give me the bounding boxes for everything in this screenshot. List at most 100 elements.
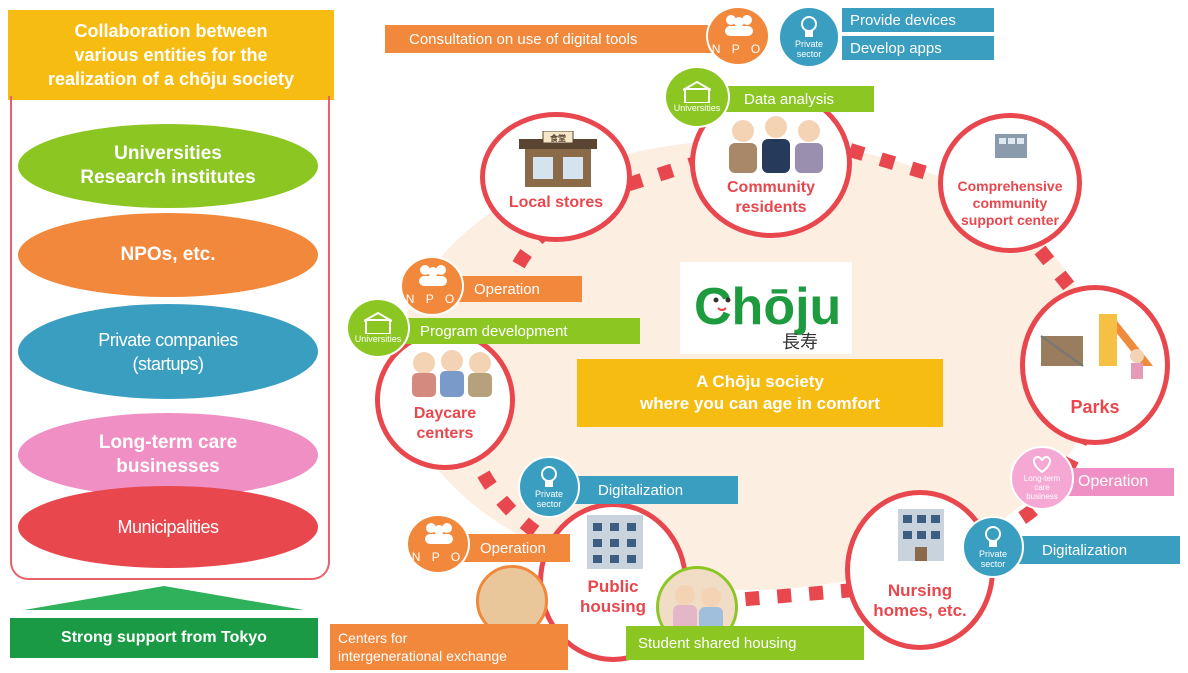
tag-digitalization-nursing-label: Digitalization [1042,541,1128,559]
logo-smile [717,307,727,311]
entity-npos-label: NPOs, etc. [120,244,216,265]
daycare-line-1: Daycare [413,405,477,422]
badge-npo-daycare: N P O [400,256,464,316]
nursing-line-1: Nursing [887,581,953,600]
apartment-icon [587,515,643,569]
badge-care-line-3: business [1026,491,1058,501]
tag-consultation: Consultation on use of digital tools [385,25,720,53]
logo-text: Chōju [694,278,841,336]
public-housing-line-1: Public [587,577,639,596]
badge-long-term-care: Long-term care business [1010,446,1074,510]
heart-icon [1033,455,1051,473]
support-center-line-2: community [972,194,1048,211]
entity-care-line-2: businesses [116,456,220,477]
playground-icon [1040,314,1153,379]
lightbulb-icon [541,466,557,487]
left-frame [10,96,330,580]
badge-npo-top-label: N P O [711,42,765,56]
support-bar: Strong support from Tokyo [10,618,318,658]
entity-universities-line-1: Universities [114,143,222,164]
lightbulb-icon [985,526,1001,547]
university-building-icon [683,81,711,103]
parks-label: Parks [1070,397,1120,417]
residents-icon [729,116,823,173]
nursing-line-2: homes, etc. [873,601,967,620]
left-header-line-1: Collaboration between [74,21,268,41]
badge-private-housing-line-2: sector [536,499,562,509]
badge-private-top-line-2: sector [796,49,822,59]
community-line-2: residents [735,199,807,216]
public-housing-line-2: housing [579,597,647,616]
tag-student-housing-label: Student shared housing [638,634,797,652]
choju-logo: Chōju 長寿 [680,262,852,354]
badge-private-housing: Private sector [518,456,580,518]
badge-private-nursing-line-2: sector [980,559,1006,569]
badge-npo-housing-label: N P O [411,550,465,564]
elderly-group-icon [412,350,492,397]
left-header-line-2: various entities for the [74,45,268,65]
student-housing-photo [656,566,738,648]
badge-npo-housing: N P O [406,514,470,574]
center-title-line-1: A Chōju society [696,372,824,391]
entity-private-line-2: (startups) [132,353,204,374]
badge-private-top: Private sector [778,6,840,68]
logo-eye-left [713,297,719,303]
tag-digitalization-housing: Digitalization [560,476,738,504]
support-label: Strong support from Tokyo [61,629,267,646]
choju-logo-art: Chōju 長寿 [694,278,841,353]
building-icon [995,134,1027,158]
entity-universities-line-2: Research institutes [80,167,256,188]
badge-universities-daycare: Universities [346,298,410,358]
tag-centers-exchange-line-1: Centers for [338,630,408,646]
lightbulb-icon [801,16,817,37]
node-daycare-centers: Daycare centers [375,330,515,470]
entity-private-line-1: Private companies [98,329,238,350]
node-support-center: Comprehensive community support center [938,113,1082,253]
badge-private-nursing: Private sector [962,516,1024,578]
people-icon [419,265,447,286]
people-icon [425,523,453,544]
tag-centers-exchange-line-2: intergenerational exchange [338,648,507,664]
entity-care-line-1: Long-term care [98,432,238,453]
badge-private-top-line-1: Private [794,39,823,49]
center-title-line-2: where you can age in comfort [640,394,880,413]
badge-universities-top: Universities [664,66,730,128]
tag-develop-apps-label: Develop apps [850,39,942,57]
badge-private-nursing-line-1: Private [978,549,1007,559]
entity-long-term-care: Long-term care businesses [18,413,318,497]
badge-npo-daycare-label: N P O [405,292,459,306]
tag-operation-housing-label: Operation [480,539,546,557]
community-line-1: Community [727,179,815,196]
people-icon [725,15,753,36]
tag-digitalization-nursing: Digitalization [1004,536,1180,564]
tag-develop-apps: Develop apps [842,36,994,60]
store-icon: 食堂 [519,131,597,187]
tag-operation-daycare-label: Operation [474,280,540,298]
badge-private-housing-line-1: Private [534,489,563,499]
left-header-line-3: realization of a chōju society [47,69,295,89]
ring-segment-center-parks [1034,245,1086,305]
tag-operation-care-label: Operation [1078,473,1149,490]
entity-municipalities-label: Municipalities [117,517,219,537]
tag-student-housing: Student shared housing [626,626,864,660]
badge-universities-top-label: Universities [673,103,721,113]
badge-npo-top: N P O [706,6,770,66]
entity-universities: Universities Research institutes [18,124,318,208]
left-header: Collaboration between various entities f… [8,10,334,100]
badge-care-line-2: care [1034,482,1050,492]
center-title-box: A Chōju society where you can age in com… [577,359,943,427]
local-stores-label: Local stores [508,194,604,211]
entity-private-companies: Private companies (startups) [18,304,318,399]
daycare-line-2: centers [416,425,474,442]
ring-segment-community-center [847,143,953,187]
support-arrow [24,586,304,610]
badge-care-line-1: Long-term [1023,473,1061,483]
tag-program-development: Program development [390,318,640,344]
node-local-stores: 食堂 Local stores [480,112,632,242]
nursing-building-icon [898,509,944,561]
ring-segment-nursing-housing [734,583,856,607]
tag-digitalization-housing-label: Digitalization [598,481,684,499]
badge-universities-daycare-label: Universities [354,334,402,344]
tag-centers-exchange: Centers for intergenerational exchange [330,624,568,670]
tag-program-development-label: Program development [420,322,568,340]
